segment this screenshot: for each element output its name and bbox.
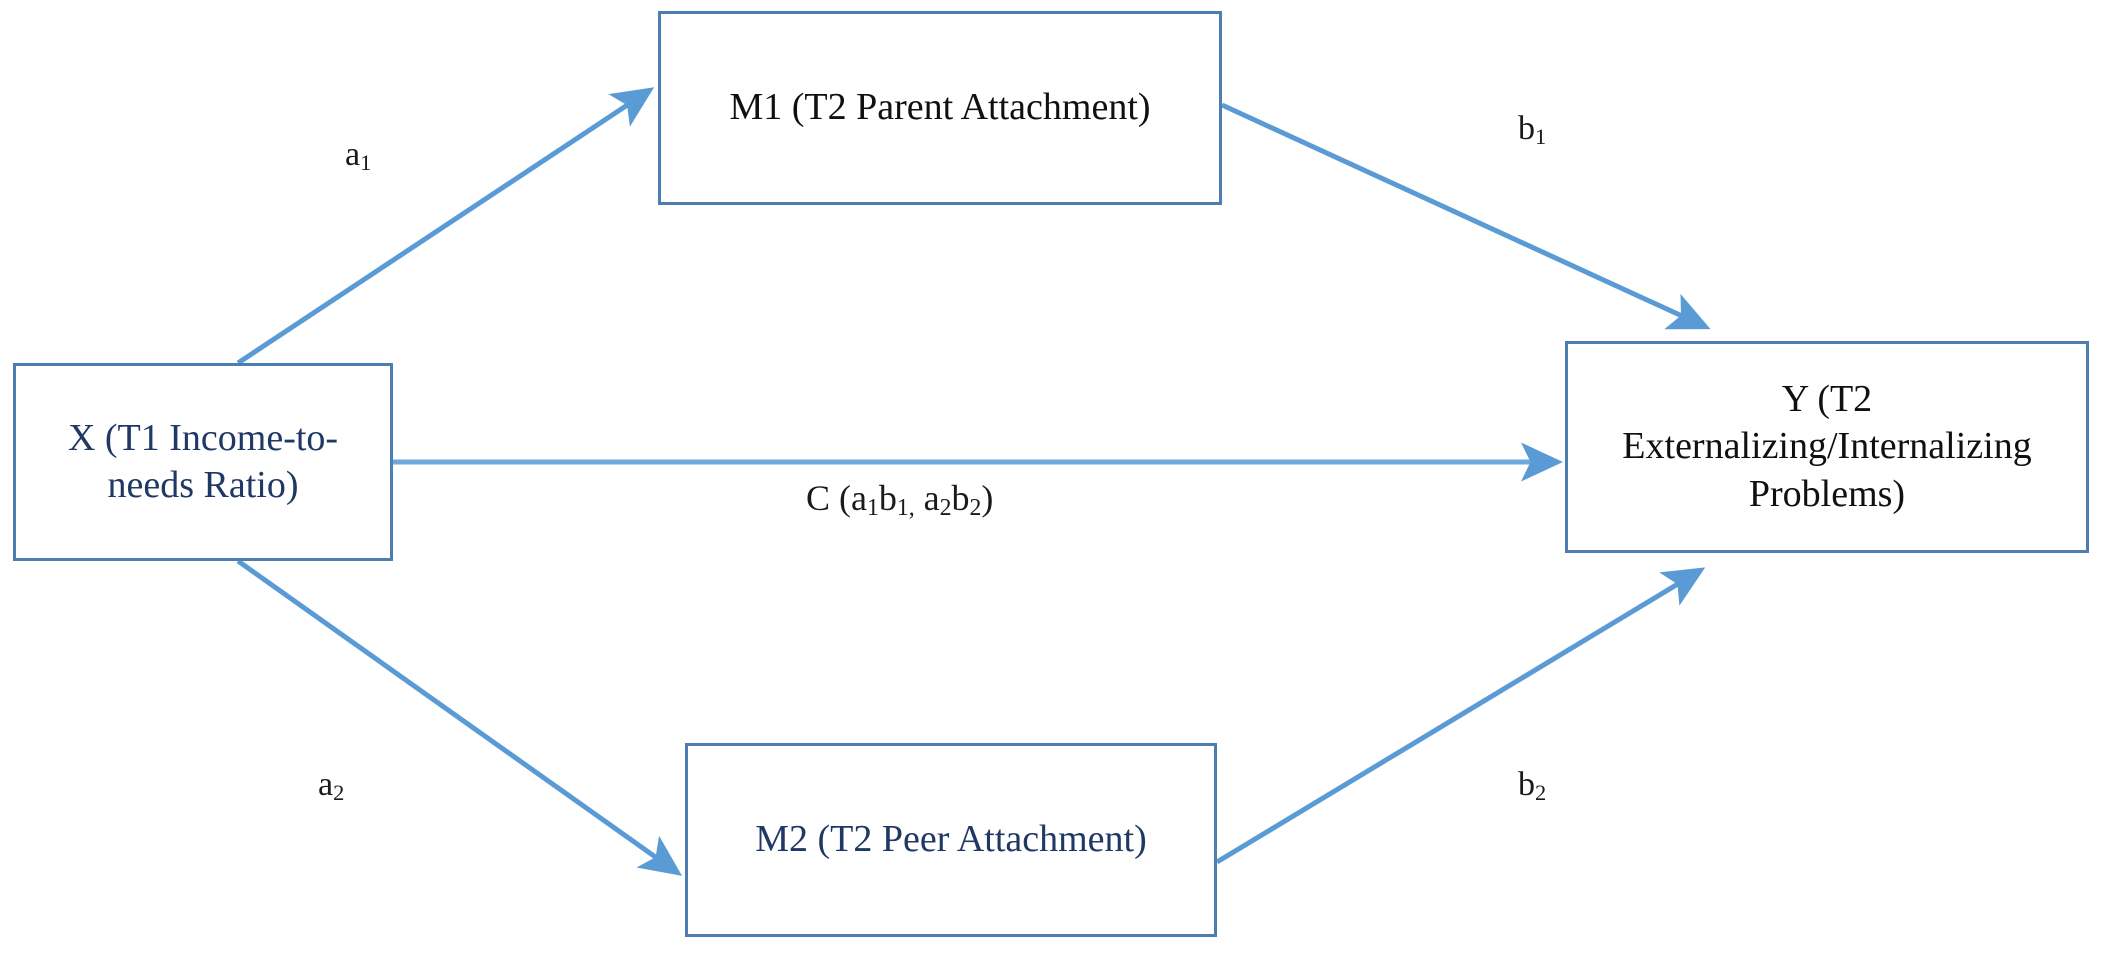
path-arrow-b2 bbox=[1215, 567, 1706, 865]
path-label-b2: b2 bbox=[1518, 766, 1546, 806]
path-label-a1-base: a bbox=[345, 136, 361, 173]
path-label-a1: a1 bbox=[345, 136, 371, 176]
path-label-a2-base: a bbox=[318, 766, 334, 803]
path-label-b1-base: b bbox=[1518, 110, 1535, 147]
path-label-a2-sub: 2 bbox=[333, 779, 345, 805]
path-label-a2: a2 bbox=[318, 766, 344, 806]
node-label-m2: M2 (T2 Peer Attachment) bbox=[755, 818, 1147, 861]
path-label-c-sub4: 2 bbox=[969, 495, 982, 522]
node-label-m1: M1 (T2 Parent Attachment) bbox=[729, 86, 1151, 129]
path-label-c-mid3: b bbox=[951, 478, 970, 518]
path-label-c-sub1: 1 bbox=[866, 495, 879, 522]
path-label-b1-sub: 1 bbox=[1535, 123, 1547, 149]
path-label-c: C (a1b1, a2b2) bbox=[806, 477, 993, 522]
node-box-m2[interactable]: M2 (T2 Peer Attachment) bbox=[685, 743, 1217, 937]
node-box-m1[interactable]: M1 (T2 Parent Attachment) bbox=[658, 11, 1222, 205]
path-arrow-a2 bbox=[236, 558, 683, 876]
path-label-c-mid1: b bbox=[878, 478, 897, 518]
path-label-c-suffix: ) bbox=[981, 478, 994, 518]
node-label-y: Y (T2 Externalizing/Internalizing Proble… bbox=[1622, 377, 2032, 515]
path-label-b2-sub: 2 bbox=[1535, 779, 1547, 805]
path-label-c-sub3: 2 bbox=[939, 495, 952, 522]
path-arrow-a1 bbox=[236, 87, 655, 366]
path-label-c-sub2: 1, bbox=[896, 495, 915, 522]
path-arrow-b1 bbox=[1220, 102, 1711, 330]
path-label-a1-sub: 1 bbox=[360, 149, 372, 175]
node-box-x[interactable]: X (T1 Income-to- needs Ratio) bbox=[13, 363, 393, 561]
node-label-x: X (T1 Income-to- needs Ratio) bbox=[67, 416, 339, 507]
path-label-c-mid2: a bbox=[914, 478, 940, 518]
path-label-b1: b1 bbox=[1518, 110, 1546, 150]
path-label-b2-base: b bbox=[1518, 766, 1535, 803]
node-box-y[interactable]: Y (T2 Externalizing/Internalizing Proble… bbox=[1565, 341, 2089, 553]
path-label-c-prefix: C (a bbox=[806, 478, 867, 518]
